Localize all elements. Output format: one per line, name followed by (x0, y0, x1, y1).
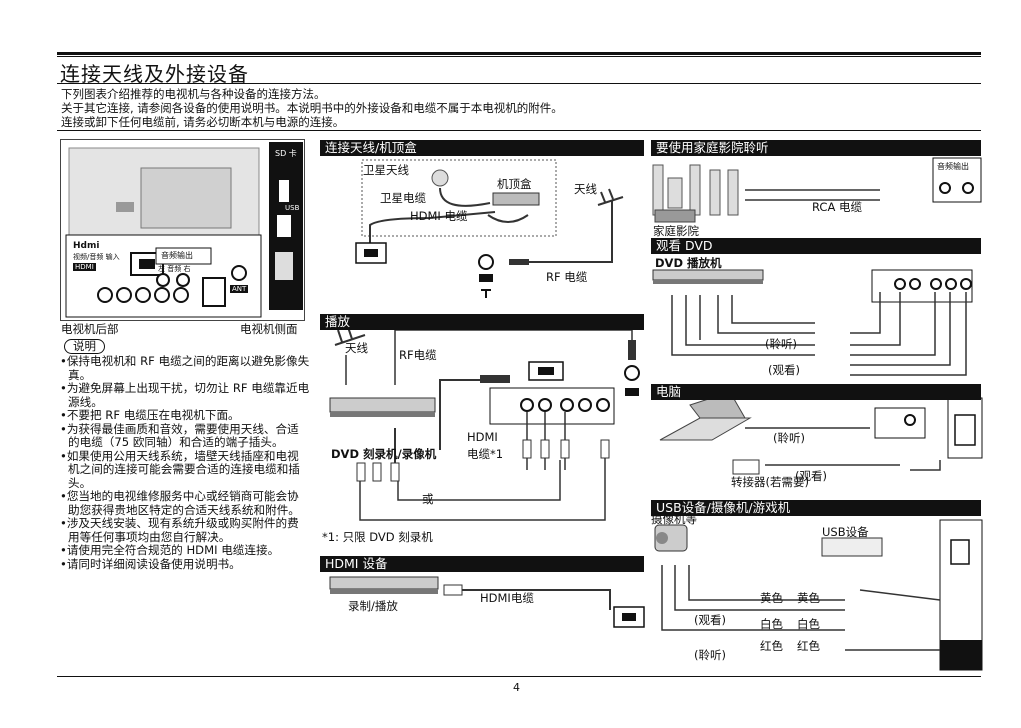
ht-audio-out: 音频输出 (937, 162, 969, 171)
tv-sd-card: SD 卡 (275, 149, 297, 158)
section-pc-title: 电脑 (651, 384, 981, 400)
sat-antenna-label: 卫星天线 (363, 163, 409, 177)
usb-red-2: 红色 (797, 639, 820, 653)
record-play-label: 录制/播放 (348, 599, 398, 613)
note-item: •如果使用公用天线系统，墙壁天线插座和电视机之间的连接可能会需要合适的连接电缆和… (60, 448, 300, 490)
notes-heading: 说明 (64, 339, 105, 354)
tv-side-label: 电视机侧面 (240, 322, 298, 336)
intro-line-3: 连接或卸下任何电缆前, 请务必切断本机与电源的连接。 (61, 115, 345, 129)
note-item: •为避免屏幕上出现干扰，切勿让 RF 电缆靠近电源线。 (60, 381, 310, 409)
note-item: •请同时详细阅读设备使用说明书。 (60, 556, 241, 571)
intro-line-2: 关于其它连接, 请参阅各设备的使用说明书。本说明书中的外接设备和电缆不属于本电视… (61, 101, 563, 115)
usb-white-1: 白色 (760, 617, 783, 631)
usb-white-2: 白色 (797, 617, 820, 631)
stb-label: 机顶盒 (497, 177, 532, 191)
or-label: 或 (422, 492, 434, 506)
usb-yellow-2: 黄色 (797, 591, 820, 605)
tv-rear-label: 电视机后部 (61, 322, 119, 336)
section-playback-title: 播放 (320, 314, 644, 330)
antenna-label: 天线 (574, 182, 597, 196)
tv-usb: USB (285, 204, 300, 212)
note-item: •保持电视机和 RF 电缆之间的距离以避免影像失真。 (60, 354, 310, 382)
hdmi-tag: HDMI (73, 263, 96, 271)
section-usb-title: USB设备/摄像机/游戏机 (651, 500, 981, 516)
rf-cable-label: RF 电缆 (546, 270, 588, 284)
note-item: •不要把 RF 电缆压在电视机下面。 (60, 408, 240, 422)
playback-rf-label: RF电缆 (399, 348, 437, 362)
dvd-listen-label: (聆听) (765, 337, 797, 351)
dvd-player-label: DVD 播放机 (655, 256, 722, 270)
note-item: •您当地的电视维修服务中心或经销商可能会协助您获得贵地区特定的合适天线系统和附件… (60, 489, 300, 517)
notes-list: •保持电视机和 RF 电缆之间的距离以避免影像失真。 •为避免屏幕上出现干扰，切… (60, 354, 310, 571)
tv-connection-panel: Hdmi 视频/音频 输入 HDMI 音频输出 左 音频 右 ANT SD 卡 … (60, 139, 305, 321)
dvd-recorder-label: DVD 刻录机/录像机 (331, 447, 437, 461)
playback-hdmi-label: HDMI (467, 430, 498, 444)
top-rule (57, 52, 981, 55)
usb-device-label: USB设备 (822, 525, 869, 539)
converter-label: 转接器(若需要) (731, 475, 809, 489)
pc-watch-label: (观看) (795, 469, 827, 483)
playback-antenna-label: 天线 (345, 341, 368, 355)
section-dvd-title: 观看 DVD (651, 238, 981, 254)
intro-rule (57, 130, 981, 131)
tv-left-right: 左 音频 右 (158, 265, 191, 273)
hdmi-device-cable-label: HDMI电缆 (480, 591, 534, 605)
camcorder-label: 摄像机等 (651, 512, 697, 526)
usb-red-1: 红色 (760, 639, 783, 653)
intro-line-1: 下列图表介绍推荐的电视机与各种设备的连接方法。 (61, 87, 326, 101)
hdmi-sub: 视频/音频 输入 (73, 253, 120, 261)
top-rule-thin (57, 56, 981, 57)
home-theater-label: 家庭影院 (653, 224, 699, 238)
title-rule (57, 83, 981, 84)
section-hdmi-device-title: HDMI 设备 (320, 556, 644, 572)
footnote-label: *1: 只限 DVD 刻录机 (322, 530, 433, 544)
usb-yellow-1: 黄色 (760, 591, 783, 605)
sat-cable-label: 卫星电缆 (380, 191, 426, 205)
rca-cable-label: RCA 电缆 (812, 200, 862, 214)
page-number: 4 (513, 681, 520, 694)
page-title: 连接天线及外接设备 (60, 62, 249, 86)
tv-audio-out: 音频输出 (161, 251, 193, 260)
usb-watch-label: (观看) (694, 613, 726, 627)
hdmi-cable-label-stb: HDMI 电缆 (410, 209, 468, 223)
hdmi-logo: Hdmi (73, 241, 100, 251)
pc-listen-label: (聆听) (773, 431, 805, 445)
tv-rear-illustration (65, 142, 303, 318)
note-item: •请使用完全符合规范的 HDMI 电缆连接。 (60, 543, 280, 557)
dvd-watch-label: (观看) (768, 363, 800, 377)
usb-listen-label: (聆听) (694, 648, 726, 662)
section-home-theater-title: 要使用家庭影院聆听 (651, 140, 981, 156)
bottom-rule (57, 676, 981, 677)
note-item: •为获得最佳画质和音效，需要使用天线、合适的电缆（75 欧同轴）和合适的端子插头… (60, 421, 299, 449)
tv-ant: ANT (230, 285, 249, 293)
note-item: •涉及天线安装、现有系统升级或购买附件的费用等任何事项均由您自行解决。 (60, 516, 299, 544)
playback-hdmi-label-2: 电缆*1 (467, 447, 504, 461)
section-antenna-stb-title: 连接天线/机顶盒 (320, 140, 644, 156)
